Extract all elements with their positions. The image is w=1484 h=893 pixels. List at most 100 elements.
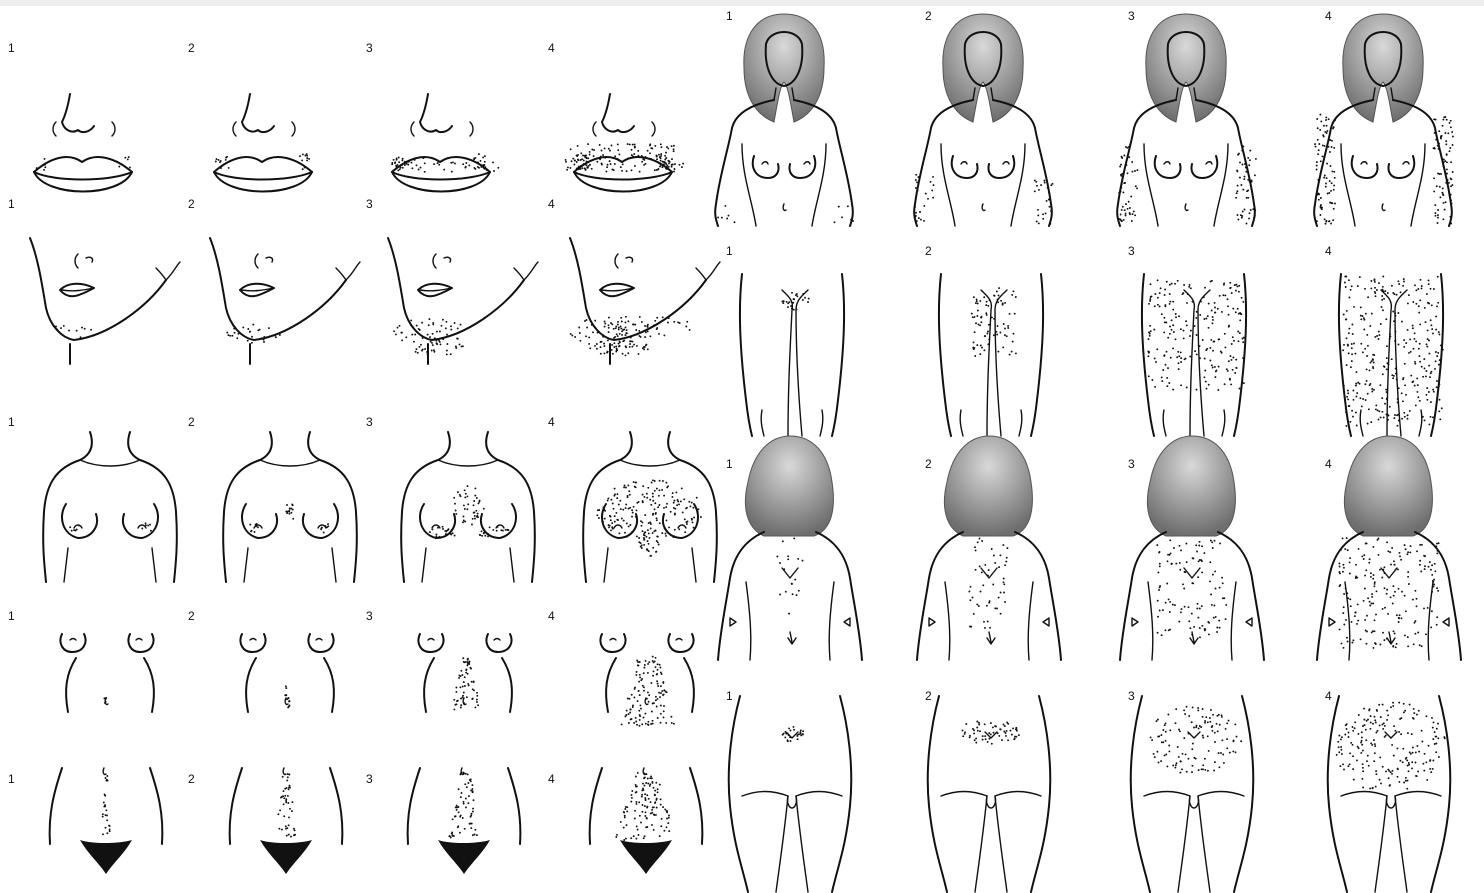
grade-label: 4 bbox=[1325, 457, 1332, 471]
panel-chin: 1234 bbox=[8, 197, 720, 364]
arm-hair-dots bbox=[914, 174, 1053, 225]
thigh-hair-dots bbox=[1342, 276, 1444, 427]
arm-gap-lines bbox=[604, 548, 696, 582]
ear-outline bbox=[336, 262, 360, 280]
left-inner-thigh bbox=[1184, 290, 1194, 436]
thigh-drawing bbox=[1339, 274, 1444, 436]
navel bbox=[103, 768, 106, 775]
chin-drawing bbox=[30, 238, 180, 364]
panel-lower-abdomen-grade-3: 3 bbox=[366, 768, 520, 874]
left-breast-outline bbox=[952, 156, 978, 178]
lower-abdomen-hair-dots bbox=[615, 772, 670, 841]
grade-label: 4 bbox=[548, 197, 555, 211]
chin-drawing bbox=[388, 238, 538, 364]
grade-label: 4 bbox=[548, 772, 555, 786]
left-hip-outline bbox=[928, 696, 947, 892]
grade-label: 3 bbox=[1128, 9, 1135, 23]
left-waist-outline bbox=[66, 658, 76, 712]
left-torso-inner bbox=[945, 582, 950, 660]
collar-line bbox=[260, 460, 320, 466]
left-body-outline bbox=[43, 432, 92, 582]
grade-label: 1 bbox=[8, 197, 15, 211]
right-arm-outline bbox=[1196, 100, 1255, 226]
lower-abdomen-hair-dots bbox=[102, 775, 111, 835]
left-torso-inner bbox=[746, 582, 751, 660]
right-torso-inner bbox=[1028, 582, 1033, 660]
right-nipple bbox=[804, 162, 810, 164]
left-nipple bbox=[250, 639, 256, 641]
mouth-line bbox=[34, 172, 132, 180]
jaw-outline bbox=[30, 238, 166, 340]
mouth-line bbox=[574, 172, 672, 180]
left-nipple bbox=[1361, 162, 1367, 164]
nose-outline bbox=[255, 254, 273, 268]
jaw-outline bbox=[388, 238, 524, 340]
left-breast-outline bbox=[1352, 156, 1378, 178]
arm-gap-lines bbox=[64, 548, 156, 582]
upper-abdomen-drawing bbox=[600, 634, 693, 727]
panel-upper-back-grade-4: 4 bbox=[1317, 436, 1461, 660]
right-breast-outline bbox=[789, 156, 815, 178]
upper-lip-drawing bbox=[214, 94, 312, 192]
left-hip-outline bbox=[408, 768, 420, 844]
pubic-triangle bbox=[260, 840, 312, 874]
mouth-line bbox=[214, 172, 312, 180]
panel-lower-abdomen-grade-4: 4 bbox=[548, 768, 702, 874]
grade-label: 3 bbox=[366, 41, 373, 55]
ear-outline bbox=[156, 262, 180, 280]
right-nostril bbox=[112, 122, 115, 136]
left-nipple bbox=[614, 525, 622, 528]
left-breast-outline bbox=[62, 504, 97, 538]
left-hip-outline bbox=[590, 768, 602, 844]
grade-label: 2 bbox=[925, 457, 932, 471]
grade-label: 1 bbox=[8, 772, 15, 786]
panel-thigh-grade-1: 1 bbox=[726, 244, 844, 436]
nose-outline bbox=[62, 94, 94, 132]
grade-label: 2 bbox=[188, 415, 195, 429]
upper-back-drawing bbox=[917, 436, 1061, 660]
right-breast-outline bbox=[663, 504, 698, 538]
grade-label: 4 bbox=[548, 41, 555, 55]
navel bbox=[783, 204, 786, 211]
knee-lines bbox=[960, 410, 1022, 436]
left-hip-outline bbox=[729, 696, 748, 892]
buttock-top bbox=[1144, 792, 1244, 809]
panel-upper-abdomen-grade-4: 4 bbox=[548, 609, 694, 727]
grade-label: 1 bbox=[726, 689, 733, 703]
ear-outline bbox=[696, 262, 720, 280]
nose-outline bbox=[602, 94, 634, 132]
upper-arm-drawing bbox=[1314, 14, 1454, 226]
panel-upper-abdomen-grade-3: 3 bbox=[366, 609, 512, 712]
right-breast-outline bbox=[303, 504, 338, 538]
hair-silhouette bbox=[944, 436, 1032, 536]
left-body-outline bbox=[401, 432, 450, 582]
collar-line bbox=[80, 460, 140, 466]
right-breast-outline bbox=[123, 504, 158, 538]
left-arm-outline bbox=[1117, 100, 1176, 226]
panel-chin-grade-4: 4 bbox=[548, 197, 720, 364]
buttock-top bbox=[1341, 792, 1441, 809]
panel-upper-arm-grade-3: 3 bbox=[1117, 9, 1257, 226]
left-waist-outline bbox=[246, 658, 256, 712]
grade-label: 4 bbox=[1325, 244, 1332, 258]
upper-arm-drawing bbox=[715, 14, 854, 226]
panel-lower-back-grade-4: 4 bbox=[1325, 689, 1450, 892]
knee-lines bbox=[1360, 410, 1422, 436]
right-breast-outline bbox=[988, 156, 1014, 178]
lower-back-hair-dots bbox=[1150, 706, 1242, 774]
panel-upper-arm: 1234 bbox=[715, 9, 1454, 226]
grade-label: 3 bbox=[1128, 689, 1135, 703]
grade-label: 2 bbox=[925, 9, 932, 23]
right-hip-outline bbox=[508, 768, 520, 844]
panel-upper-back: 1234 bbox=[718, 436, 1461, 660]
jaw-outline bbox=[210, 238, 346, 340]
left-breast-outline bbox=[1155, 156, 1181, 178]
spine-mark bbox=[1190, 632, 1198, 644]
left-nipple bbox=[1164, 162, 1170, 164]
right-body-outline bbox=[308, 432, 357, 582]
left-hip-outline bbox=[50, 768, 62, 844]
panel-lower-abdomen-grade-2: 2 bbox=[188, 768, 342, 874]
lower-lip-line bbox=[392, 172, 490, 192]
grade-label: 1 bbox=[726, 244, 733, 258]
right-hip-outline bbox=[330, 768, 342, 844]
